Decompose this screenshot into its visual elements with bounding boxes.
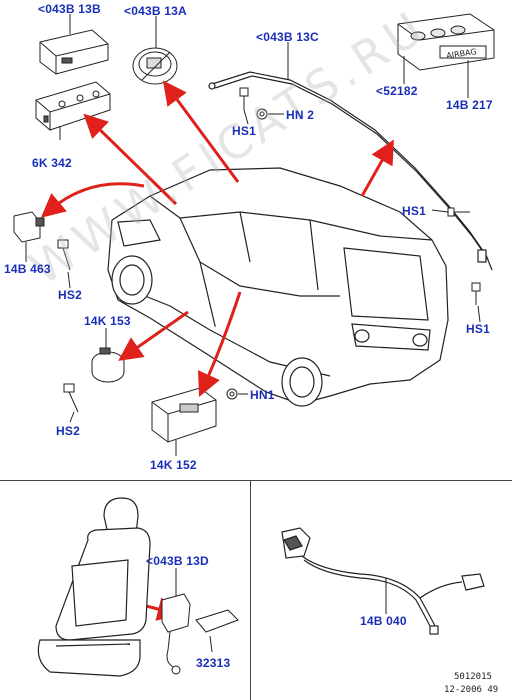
label-hn2[interactable]: HN 2 <box>286 108 315 122</box>
side-sensor-drawing <box>13 211 45 243</box>
label-14b217[interactable]: 14B 217 <box>446 98 493 112</box>
hs2-bolt-left <box>57 239 71 271</box>
seat-airbag-drawing <box>161 593 191 675</box>
label-14b040[interactable]: 14B 040 <box>360 614 407 628</box>
label-hs1-right[interactable]: HS1 <box>402 204 426 218</box>
label-043b13c[interactable]: <043B 13C <box>256 30 319 44</box>
arrow-to-bracket <box>83 113 178 206</box>
hs1-bolt-right <box>447 207 470 217</box>
label-hs1-lower-right[interactable]: HS1 <box>466 322 490 336</box>
car-body-drawing <box>107 167 449 407</box>
passenger-airbag-panel-drawing: AIRBAG <box>397 13 495 71</box>
hs1-bolt-top <box>239 87 249 110</box>
label-043b13b[interactable]: <043B 13B <box>38 2 101 16</box>
label-hn1[interactable]: HN1 <box>250 388 275 402</box>
label-hs2-lower[interactable]: HS2 <box>56 424 80 438</box>
footer-date: 12-2006 49 <box>444 685 499 695</box>
arrow-to-module <box>197 291 242 397</box>
label-hs1-top[interactable]: HS1 <box>232 124 256 138</box>
seat-part-32313-drawing <box>195 609 239 633</box>
control-module-drawing <box>151 387 217 443</box>
hs2-bolt-lower <box>63 383 79 413</box>
label-14k153[interactable]: 14K 153 <box>84 314 131 328</box>
label-14b463[interactable]: 14B 463 <box>4 262 51 276</box>
arrow-to-sensor <box>40 182 145 218</box>
svg-text:AIRBAG: AIRBAG <box>446 47 477 60</box>
driver-airbag-drawing <box>132 47 178 85</box>
label-043b13a[interactable]: <043B 13A <box>124 4 187 18</box>
horizontal-divider <box>0 480 512 481</box>
leader-lines <box>25 14 481 653</box>
hs1-bolt-lower-right <box>471 282 481 305</box>
seat-drawing <box>37 497 151 677</box>
curtain-airbag-drawing <box>208 71 493 271</box>
label-32313[interactable]: 32313 <box>196 656 231 670</box>
hn1-nut <box>226 388 238 400</box>
clock-spring-drawing <box>91 347 125 383</box>
label-6k342[interactable]: 6K 342 <box>32 156 72 170</box>
arrow-to-curtain <box>360 139 394 197</box>
vertical-divider <box>250 480 251 700</box>
red-arrows <box>40 80 394 621</box>
arrow-to-driver-airbag <box>162 80 240 183</box>
label-52182[interactable]: <52182 <box>376 84 418 98</box>
arrow-to-clock-spring <box>118 310 189 361</box>
bracket-drawing <box>35 81 111 131</box>
label-hs2-top[interactable]: HS2 <box>58 288 82 302</box>
footer-code: 5012015 <box>454 672 492 682</box>
label-14k152[interactable]: 14K 152 <box>150 458 197 472</box>
hn2-nut <box>256 108 268 120</box>
label-043b13d[interactable]: <043B 13D <box>146 554 209 568</box>
wiring-harness-drawing <box>281 527 485 635</box>
passenger-airbag-cover-drawing <box>39 29 109 75</box>
